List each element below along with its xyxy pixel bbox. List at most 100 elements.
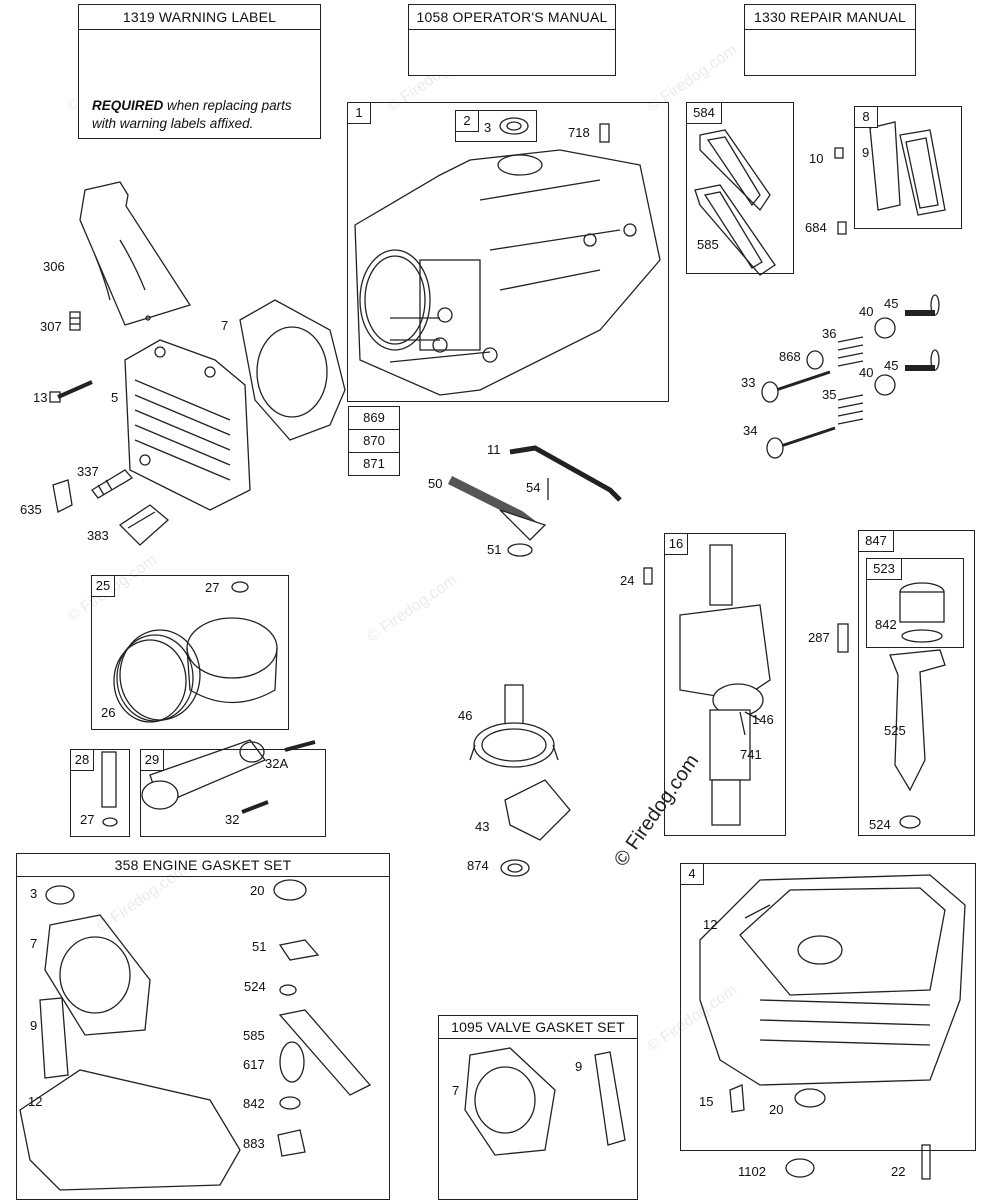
part-label: 54	[526, 480, 541, 495]
part-label: 40	[859, 365, 874, 380]
required-text-1: when replacing parts	[167, 98, 292, 113]
required-text-2: with warning labels affixed.	[92, 116, 254, 131]
part-label: 13	[33, 390, 48, 405]
part-label: 32	[225, 812, 240, 827]
part-label: 146	[752, 712, 774, 727]
valve-gasket-set-title: 1095 VALVE GASKET SET	[439, 1016, 637, 1039]
engine-gasket-set-box: 358 ENGINE GASKET SET	[16, 853, 390, 1200]
box-tag: 25	[92, 576, 115, 597]
required-word: REQUIRED	[92, 98, 164, 113]
warning-label-box: 1319 WARNING LABEL	[78, 4, 321, 139]
box-tag: 523	[867, 559, 902, 580]
part-label: 741	[740, 747, 762, 762]
bolt-art	[921, 1144, 931, 1180]
valve-train-art	[761, 294, 940, 459]
part-label: 32A	[265, 756, 289, 771]
valve-gasket-set-box: 1095 VALVE GASKET SET	[438, 1015, 638, 1200]
part-label: 842	[875, 617, 897, 632]
connecting-rod-box: 29	[140, 749, 326, 837]
dowel-pin-art	[643, 567, 653, 585]
part-label: 24	[620, 573, 635, 588]
box-tag: 28	[71, 750, 94, 771]
part-label: 585	[697, 237, 719, 252]
cylinder-head-art	[124, 339, 251, 511]
part-label: 524	[869, 817, 891, 832]
breather-gasket-art	[694, 129, 776, 276]
warning-sticker-text: WARNING	[171, 31, 210, 40]
part-label: 46	[458, 708, 473, 723]
part-label: 5	[111, 390, 119, 405]
part-label: 524	[244, 979, 266, 994]
part-label: 50	[428, 476, 443, 491]
box-tag: 29	[141, 750, 164, 771]
sump-box: 4	[680, 863, 976, 1151]
part-label: 43	[475, 819, 490, 834]
part-label: 7	[221, 318, 229, 333]
box-tag: 16	[665, 534, 688, 555]
part-label: 1102	[738, 1164, 766, 1179]
part-label: 9	[862, 145, 870, 160]
camshaft-art	[469, 684, 559, 768]
spark-boot-art	[52, 479, 73, 513]
tube-assembly-art	[447, 445, 622, 557]
seal-box: 2	[455, 110, 537, 142]
part-label: 635	[20, 502, 42, 517]
part-label: 51	[487, 542, 502, 557]
part-label: 7	[452, 1083, 460, 1098]
dipstick-art	[889, 582, 946, 829]
part-label: 36	[822, 326, 837, 341]
breather-cover-art	[869, 121, 946, 216]
part-label: 27	[80, 812, 95, 827]
part-label: 40	[859, 304, 874, 319]
part-label: 525	[884, 723, 906, 738]
part-label: 9	[30, 1018, 38, 1033]
piston-box: 25	[91, 575, 289, 730]
repair-manual-title: 1330 REPAIR MANUAL	[745, 5, 915, 30]
box-tag: 8	[855, 107, 878, 128]
part-label: 22	[891, 1164, 906, 1179]
screw-art	[837, 623, 849, 653]
part-label: 20	[769, 1102, 784, 1117]
part-label: 842	[243, 1096, 265, 1111]
part-label: 45	[884, 358, 899, 373]
part-label: 10	[809, 151, 824, 166]
oil-seal-art	[499, 117, 529, 135]
dipstick-cap-box: 523	[866, 558, 964, 648]
spark-plug-art	[91, 469, 134, 499]
part-label: 3	[484, 120, 492, 135]
part-label: 20	[250, 883, 265, 898]
box-tag: 2	[456, 111, 479, 132]
gasket-584-box: 584	[686, 102, 794, 274]
oil-sump-art	[699, 874, 966, 1113]
part-label: 617	[243, 1057, 265, 1072]
piston-art	[113, 581, 278, 723]
part-label: 337	[77, 464, 99, 479]
part-label: 383	[87, 528, 109, 543]
part-label: 51	[252, 939, 267, 954]
box-tag: 584	[687, 103, 722, 124]
box-tag: 1	[348, 103, 371, 124]
gasket-set-art	[19, 879, 372, 1191]
crankshaft-box: 16	[664, 533, 786, 836]
stack-label: 869	[349, 407, 399, 430]
part-label: 12	[703, 917, 718, 932]
box-tag: 847	[859, 531, 894, 552]
part-label: 27	[205, 580, 220, 595]
part-label: 35	[822, 387, 837, 402]
piston-pin-art	[101, 751, 118, 827]
seal-art	[785, 1158, 815, 1178]
part-label: 34	[743, 423, 758, 438]
part-label: 585	[243, 1028, 265, 1043]
part-label: 7	[30, 936, 38, 951]
operators-manual-box: 1058 OPERATOR'S MANUAL	[408, 4, 616, 76]
part-label: 3	[30, 886, 38, 901]
part-label: 11	[487, 442, 501, 457]
crankcase-box: 1	[347, 102, 669, 402]
clip-art	[118, 504, 169, 546]
head-gasket-art	[239, 299, 346, 441]
dowel-pin-art	[599, 123, 610, 143]
governor-art	[500, 779, 571, 877]
part-label: 15	[699, 1094, 714, 1109]
reference-stack: 869 870 871	[348, 406, 400, 476]
stack-label: 870	[349, 430, 399, 453]
